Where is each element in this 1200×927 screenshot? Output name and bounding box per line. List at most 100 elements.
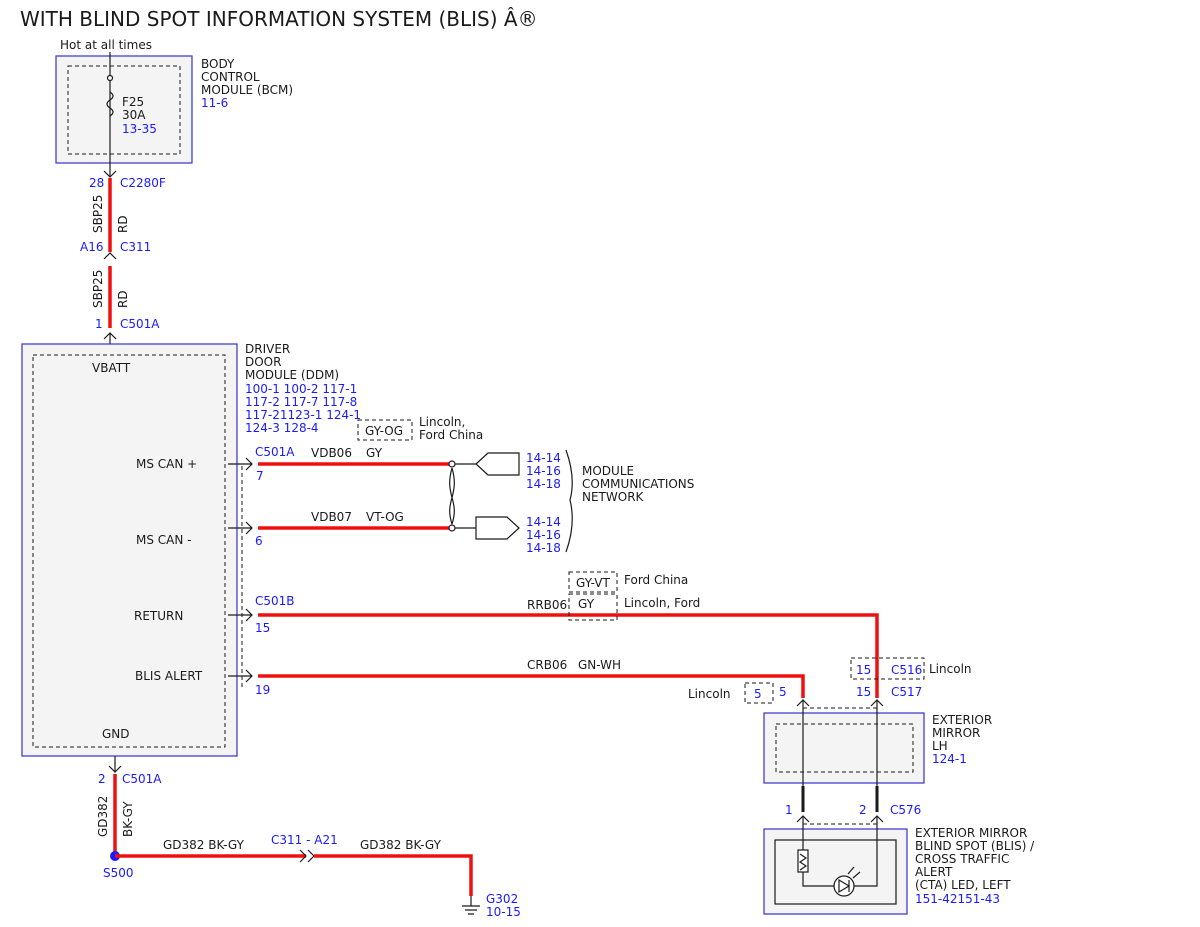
crb06-wire (258, 674, 805, 698)
lincoln-5-box-pin: 5 (754, 687, 762, 701)
lincoln-ford-china-line-1: Lincoln, (419, 415, 465, 429)
c501a-can-plus-pin: 7 (256, 469, 264, 483)
c501a-can-minus-pin: 6 (255, 534, 263, 548)
g302-label: G302 (486, 892, 518, 906)
fuse-icon (106, 91, 114, 117)
gy-variant-box (568, 593, 618, 621)
rrb06-color: GY (578, 597, 595, 611)
ddm-refs-line-4: 124-3 128-4 (245, 421, 319, 435)
ddm-refs-line-3: 117-21123-1 124-1 (245, 408, 361, 422)
blis-led-ref: 151-42151-43 (915, 892, 1000, 906)
bcm-name-line-2: CONTROL (201, 70, 260, 84)
c576-pin-1: 1 (785, 803, 793, 817)
network-connector-top-icon (475, 452, 520, 476)
c516-box (850, 657, 925, 680)
sbp25-upper-circuit: SBP25 (91, 195, 105, 233)
gy-vt-variant-box (568, 571, 618, 593)
network-ref-top-2: 14-16 (526, 464, 561, 478)
ddm-pin-ms-can-plus: MS CAN + (136, 457, 197, 471)
gd382-h2-label: GD382 BK-GY (360, 838, 442, 852)
lincoln-ford-label: Lincoln, Ford (624, 596, 700, 610)
bcm-inner-outline (67, 65, 181, 155)
return-connector-icon (228, 608, 253, 622)
c2280f-pin: 28 (89, 176, 104, 190)
resistor-zigzag-icon (798, 853, 808, 871)
c501a-gnd-pin: 2 (98, 772, 106, 786)
c517-name: C517 (891, 685, 922, 699)
exterior-mirror-inner-outline (775, 723, 914, 773)
ddm-refs-line-1: 100-1 100-2 117-1 (245, 382, 357, 396)
ddm-module-box (21, 343, 238, 757)
vdb06-circuit: VDB06 (311, 446, 352, 460)
network-name-line-3: NETWORK (582, 490, 645, 504)
bcm-ref: 11-6 (201, 96, 228, 110)
network-ref-top-3: 14-18 (526, 477, 561, 491)
c501a-gnd-connector-icon (108, 765, 122, 773)
fuse-name: F25 (122, 95, 144, 109)
ddm-name-line-1: DRIVER (245, 342, 290, 356)
ms-can-plus-connector-icon (228, 457, 253, 471)
blis-led-box (763, 828, 908, 915)
gy-og-variant-box (357, 419, 413, 441)
s500-label: S500 (103, 866, 134, 880)
ddm-pin-return: RETURN (134, 609, 183, 623)
blis-led-resistor-lead (802, 872, 834, 887)
bcm-module-box (55, 55, 193, 164)
gd382-vertical-color: BK-GY (121, 801, 135, 837)
network-connector-bottom-icon (475, 516, 520, 540)
c311-pin: A16 (80, 240, 103, 254)
lincoln-5-box (744, 682, 774, 704)
c501a-blis-pin: 19 (255, 683, 270, 697)
blis-led-name-line-3: CROSS TRAFFIC (915, 852, 1009, 866)
vdb07-circuit: VDB07 (311, 510, 352, 524)
blis-led-inner-outline (774, 839, 897, 905)
diagram-title: WITH BLIND SPOT INFORMATION SYSTEM (BLIS… (20, 7, 538, 31)
c516-name: C516 (891, 663, 922, 677)
ddm-inner-outline (32, 354, 226, 748)
mirror-name-line-1: EXTERIOR (932, 713, 992, 727)
exterior-mirror-box (763, 712, 925, 784)
c516-pin: 15 (856, 663, 871, 677)
lincoln-5-pin: 5 (779, 685, 787, 699)
c501a-top-name: C501A (120, 317, 160, 331)
network-brace-icon (565, 449, 573, 553)
blis-led-name-line-4: ALERT (915, 865, 953, 879)
gd382-vertical-circuit: GD382 (96, 796, 110, 837)
network-ref-bottom-3: 14-18 (526, 541, 561, 555)
network-ref-bottom-1: 14-14 (526, 515, 561, 529)
network-ref-bottom-2: 14-16 (526, 528, 561, 542)
c501b-pin: 15 (255, 621, 270, 635)
g302-ref: 10-15 (486, 905, 521, 919)
lincoln-5-note: Lincoln (688, 687, 731, 701)
fuse-rating: 30A (122, 108, 146, 122)
ddm-pin-blis-alert: BLIS ALERT (135, 669, 203, 683)
bcm-name-line-3: MODULE (BCM) (201, 83, 293, 97)
vdb07-color: VT-OG (366, 510, 404, 524)
ddm-pin-gnd: GND (102, 727, 130, 741)
rrb06-circuit: RRB06 (527, 598, 567, 612)
c501a-can-name: C501A (255, 445, 295, 459)
c2280f-name: C2280F (120, 176, 166, 190)
blis-led-right-lead (854, 816, 878, 887)
c516-note: Lincoln (929, 662, 972, 676)
c311-connector-icon (103, 252, 117, 260)
mirror-name-line-2: MIRROR (932, 726, 980, 740)
ddm-name-line-2: DOOR (245, 355, 281, 369)
c2280f-connector-icon (103, 170, 117, 178)
led-diode-symbol-icon (838, 878, 851, 894)
gy-vt-variant-label: GY-VT (576, 576, 610, 590)
ground-icon (462, 905, 480, 915)
crb06-color: GN-WH (578, 658, 621, 672)
c517-pin: 15 (856, 685, 871, 699)
ddm-pin-ms-can-minus: MS CAN - (136, 533, 192, 547)
led-light-rays-icon (847, 866, 861, 879)
twist-end-bottom-icon (448, 524, 456, 532)
ddm-name-line-3: MODULE (DDM) (245, 368, 339, 382)
ford-china-label: Ford China (624, 573, 688, 587)
c311-a21-label: C311 - A21 (271, 833, 338, 847)
gd382-h1-label: GD382 BK-GY (163, 838, 245, 852)
mirror-name-line-3: LH (932, 739, 948, 753)
sbp25-lower-circuit: SBP25 (91, 270, 105, 308)
twisted-pair-icon (449, 467, 455, 525)
